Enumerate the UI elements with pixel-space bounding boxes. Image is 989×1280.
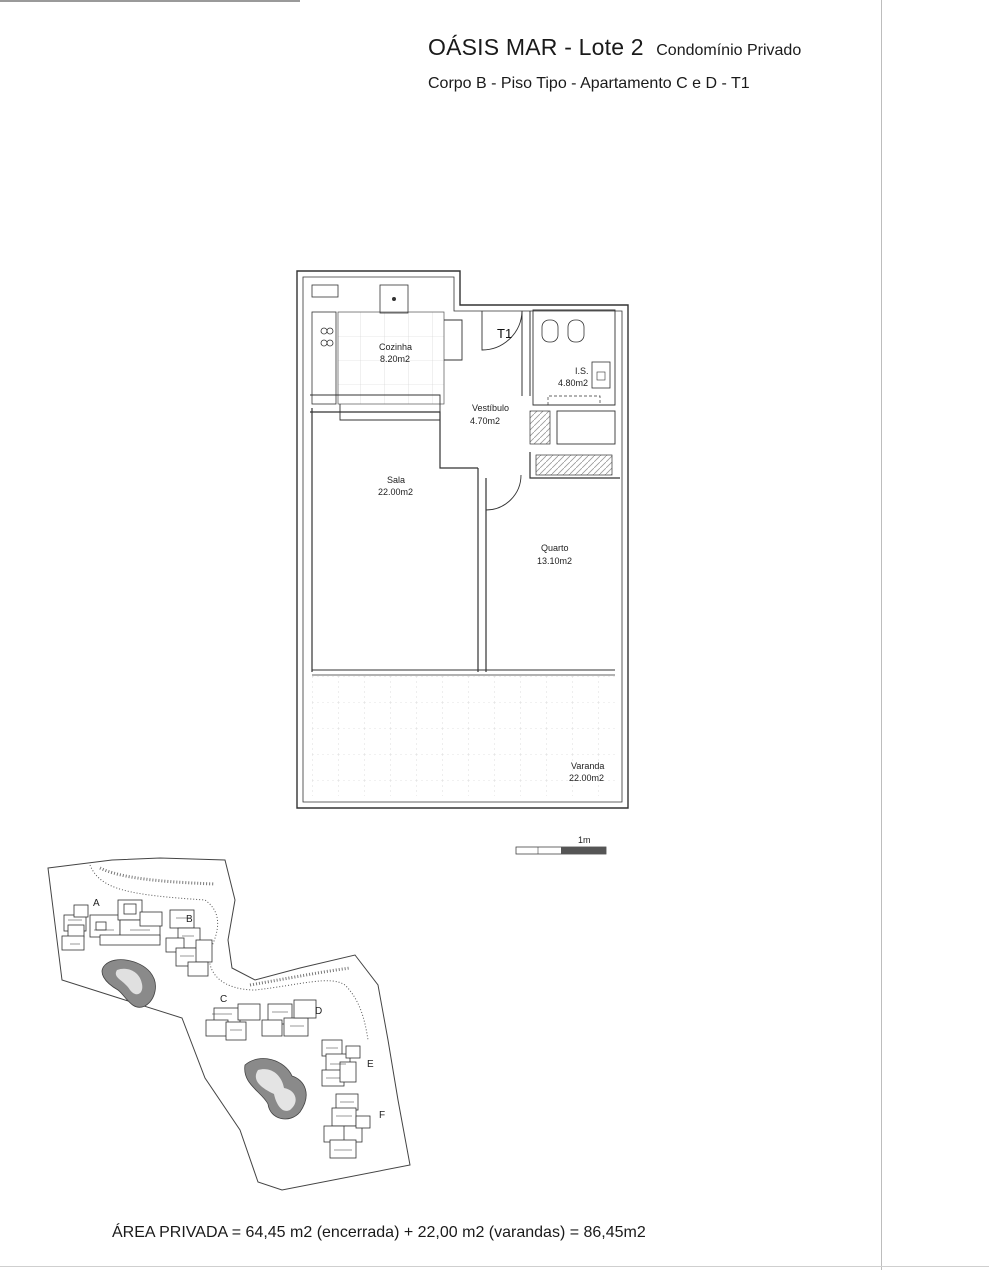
entry-door [481, 310, 531, 396]
room-name-vestibulo: Vestíbulo [472, 403, 509, 413]
room-area-vestibulo: 4.70m2 [470, 416, 500, 426]
floor-plan [296, 270, 629, 809]
unit-subtitle: Corpo B - Piso Tipo - Apartamento C e D … [428, 75, 750, 92]
room-area-varanda: 22.00m2 [569, 773, 604, 783]
top-border-line [0, 0, 300, 2]
room-name-sala: Sala [387, 475, 405, 485]
building-label-d: D [315, 1006, 322, 1017]
site-boundary [47, 857, 411, 1191]
kitchen-room [310, 284, 463, 421]
building-b [165, 909, 213, 977]
room-area-sala: 22.00m2 [378, 487, 413, 497]
room-name-is: I.S. [575, 366, 589, 376]
scale-bar-label: 1m [578, 835, 591, 845]
room-area-quarto: 13.10m2 [537, 556, 572, 566]
building-label-b: B [186, 914, 193, 925]
building-label-c: C [220, 994, 227, 1005]
room-area-cozinha: 8.20m2 [380, 354, 410, 364]
room-area-is: 4.80m2 [558, 378, 588, 388]
room-name-cozinha: Cozinha [379, 342, 412, 352]
building-label-e: E [367, 1059, 374, 1070]
project-title: OÁSIS MAR - Lote 2 [428, 34, 644, 60]
building-e [321, 1039, 361, 1087]
interior-walls [310, 408, 620, 672]
typology-tag: T1 [497, 326, 512, 341]
page-title: OÁSIS MAR - Lote 2 Condomínio Privado [428, 34, 801, 61]
right-border-line [881, 0, 882, 1270]
bathroom-room [529, 309, 616, 445]
outer-walls [296, 270, 629, 809]
room-name-quarto: Quarto [541, 543, 569, 553]
area-summary: ÁREA PRIVADA = 64,45 m2 (encerrada) + 22… [112, 1224, 646, 1241]
building-f [323, 1093, 371, 1159]
bottom-border-line [0, 1266, 989, 1267]
site-plan: A B C D E F [47, 857, 411, 1191]
building-d [261, 999, 317, 1037]
site-road [89, 864, 369, 1041]
building-c [205, 1003, 261, 1041]
balcony-room [312, 669, 615, 796]
building-label-a: A [93, 898, 100, 909]
building-a [61, 899, 163, 951]
building-label-f: F [379, 1110, 385, 1121]
room-name-varanda: Varanda [571, 761, 604, 771]
room-labels: Cozinha 8.20m2 I.S. 4.80m2 Vestíbulo 4.7… [378, 326, 604, 783]
project-subtitle-suffix: Condomínio Privado [656, 42, 802, 59]
scale-bar: 1m [515, 835, 607, 855]
